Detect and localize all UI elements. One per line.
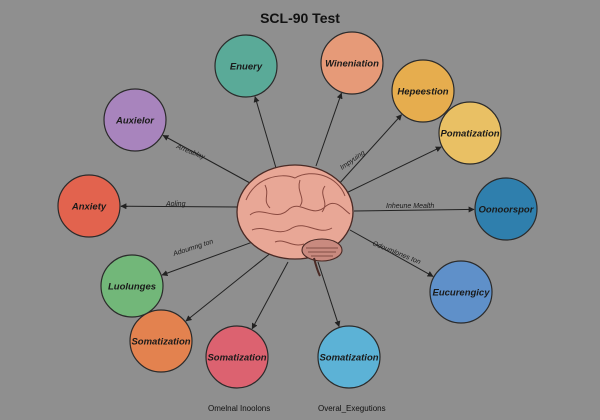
footer-right-label: Overal_Exegutions <box>318 404 386 413</box>
node-circle <box>317 325 381 389</box>
brain-icon <box>236 164 354 277</box>
node-circle <box>129 309 193 373</box>
node-somatization-blue: Somatization <box>317 325 381 389</box>
node-enuery: Enuery <box>214 34 278 98</box>
node-circle <box>205 325 269 389</box>
node-label: Somatization <box>131 337 190 348</box>
node-circle <box>438 101 502 165</box>
node-label: Auxielor <box>115 116 155 127</box>
edge-label: Aoling <box>165 201 186 208</box>
edge-arrow-enuery <box>253 96 277 169</box>
edge-label: Arreablay <box>174 143 206 161</box>
node-label: Eucurengicy <box>432 288 490 299</box>
edge-arrow-auxielor <box>162 134 251 184</box>
node-hepeestion: Hepeestion <box>391 59 455 123</box>
node-pomatization: Pomatization <box>438 101 502 165</box>
node-label: Wineniation <box>325 59 379 70</box>
node-label: Somatization <box>207 353 266 364</box>
node-circle <box>320 31 384 95</box>
node-label: Oonoorspor <box>479 205 535 216</box>
node-circle <box>57 174 121 238</box>
edge-label: Adoumng ton <box>172 238 215 258</box>
edge-arrow-wineniation <box>315 92 343 167</box>
edge-arrow-somatization-blue <box>317 261 341 328</box>
diagram-title: SCL-90 Test <box>260 10 340 26</box>
node-label: Anxiety <box>71 202 107 213</box>
node-label: Hepeestion <box>397 87 448 98</box>
node-label: Pomatization <box>440 129 499 140</box>
node-auxielor: Auxielor <box>103 88 167 152</box>
node-circle <box>474 177 538 241</box>
node-luolunges: Luolunges <box>100 254 164 318</box>
node-somatization-orange: Somatization <box>129 309 193 373</box>
edge-arrow-somatization-orange <box>185 251 273 322</box>
edge-arrow-pomatization <box>341 146 442 196</box>
edge-label: Inheune Mealth <box>386 203 434 210</box>
node-label: Luolunges <box>108 282 156 293</box>
node-circle <box>100 254 164 318</box>
footer-left-label: Omelnal Inoolons <box>208 404 271 413</box>
node-oonoorspor: Oonoorspor <box>474 177 538 241</box>
node-label: Somatization <box>319 353 378 364</box>
node-anxiety: Anxiety <box>57 174 121 238</box>
edge-arrow-hepeestion <box>337 114 402 186</box>
edge-arrow-somatization-red <box>251 261 289 330</box>
edge-arrow-eucurengicy <box>349 229 434 277</box>
edge-label: Odoumlones ton <box>371 240 421 266</box>
edges-layer <box>120 92 475 330</box>
edge-arrow-anxiety <box>120 203 239 210</box>
node-label: Enuery <box>230 62 263 73</box>
edge-arrow-oonoorspor <box>353 206 475 213</box>
node-eucurengicy: Eucurengicy <box>429 260 493 324</box>
node-somatization-red: Somatization <box>205 325 269 389</box>
node-circle <box>103 88 167 152</box>
node-circle <box>391 59 455 123</box>
nodes-layer: Enuery WineniationHepeestionPomatizationO… <box>57 31 538 389</box>
node-circle <box>214 34 278 98</box>
node-circle <box>429 260 493 324</box>
node-wineniation: Wineniation <box>320 31 384 95</box>
edge-arrow-luolunges <box>161 239 259 276</box>
